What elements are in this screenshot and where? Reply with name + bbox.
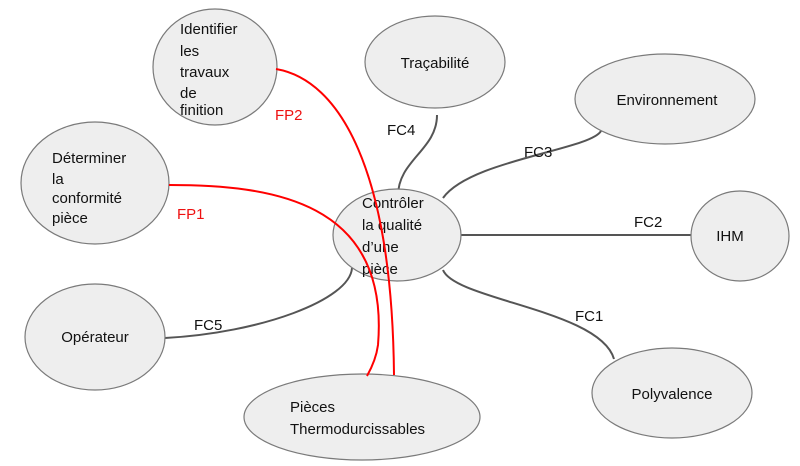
link-fp1	[168, 184, 380, 377]
node-ihm-text: IHM	[716, 228, 744, 245]
label-fc2: FC2	[634, 214, 662, 231]
node-pieces-text: Pièces Thermodurcissables	[290, 399, 425, 438]
link-fc4	[397, 114, 438, 197]
link-fp2	[275, 68, 395, 376]
label-fp1: FP1	[177, 206, 205, 223]
node-determiner-text: Déterminer la conformité pièce	[52, 150, 130, 227]
node-tracabilite-text: Traçabilité	[401, 55, 470, 72]
node-center: Contrôler la qualité d’une pièce	[332, 188, 462, 282]
node-ihm: IHM	[690, 190, 790, 282]
node-environnement: Environnement	[574, 53, 756, 145]
node-pieces: Pièces Thermodurcissables	[243, 373, 481, 461]
link-fc5	[164, 267, 353, 339]
node-determiner: Déterminer la conformité pièce	[20, 121, 170, 245]
label-fc3: FC3	[524, 144, 552, 161]
label-fc4: FC4	[387, 122, 415, 139]
node-polyvalence: Polyvalence	[591, 347, 753, 439]
label-fp2: FP2	[275, 107, 303, 124]
node-environnement-text: Environnement	[617, 92, 719, 109]
label-fc1: FC1	[575, 308, 603, 325]
node-polyvalence-text: Polyvalence	[632, 386, 713, 403]
label-fc5: FC5	[194, 317, 222, 334]
link-fc1	[442, 269, 615, 360]
node-identifier: Identifier les travaux de finition	[152, 8, 278, 126]
node-identifier-text: Identifier les travaux de finition	[180, 21, 242, 119]
node-operateur-text: Opérateur	[61, 329, 129, 346]
node-tracabilite: Traçabilité	[364, 15, 506, 109]
node-operateur: Opérateur	[24, 283, 166, 391]
link-fc3	[442, 130, 602, 199]
